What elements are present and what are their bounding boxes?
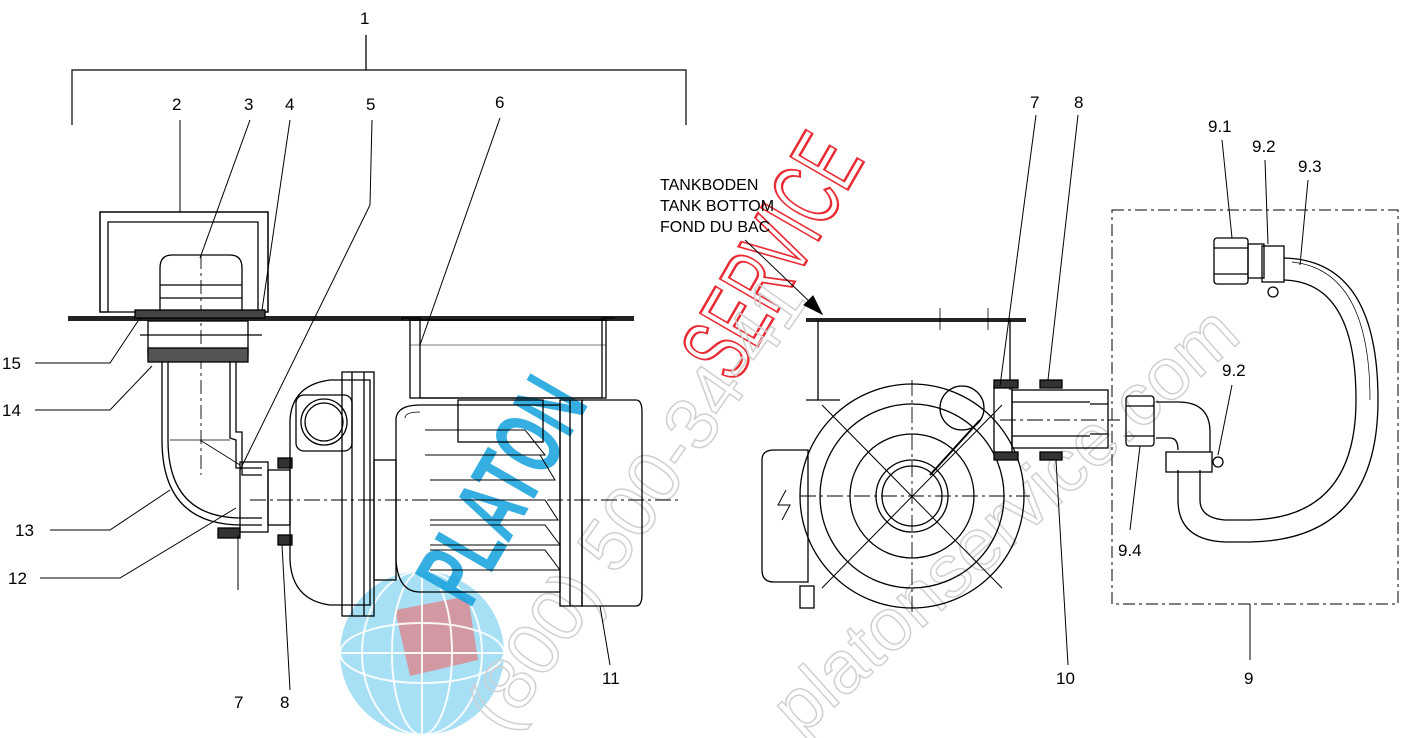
right-assembly [761, 308, 1120, 612]
tank-note-en: TANK BOTTOM [660, 198, 774, 215]
callout-5: 5 [366, 95, 375, 114]
callout-9-2-upper: 9.2 [1252, 137, 1276, 156]
callout-12: 12 [8, 569, 27, 588]
callout-11: 11 [602, 669, 620, 688]
callouts: 1 2 3 4 5 6 15 14 13 12 7 8 11 7 8 10 9 … [2, 9, 1322, 712]
callout-4: 4 [285, 95, 294, 114]
callout-14: 14 [2, 401, 21, 420]
callout-8-left: 8 [280, 693, 289, 712]
callout-3: 3 [244, 95, 253, 114]
hose-kit [1111, 209, 1399, 605]
callout-9-1: 9.1 [1208, 117, 1232, 136]
callout-10: 10 [1056, 669, 1075, 688]
globe-logo [339, 570, 505, 736]
tank-note-fr: FOND DU BAC [660, 219, 770, 236]
tank-note-de: TANKBODEN [660, 177, 758, 194]
callout-6: 6 [495, 93, 504, 112]
callout-15: 15 [2, 354, 21, 373]
callout-9-4: 9.4 [1118, 541, 1142, 560]
tank-plate-left [68, 316, 634, 321]
callout-7-left: 7 [234, 693, 243, 712]
callout-2: 2 [172, 95, 181, 114]
callout-8-right: 8 [1074, 93, 1083, 112]
leader-lines [35, 114, 1309, 691]
callout-9: 9 [1244, 669, 1253, 688]
left-assembly [68, 35, 687, 617]
tank-plate-right [806, 318, 1026, 322]
callout-9-2-lower: 9.2 [1222, 361, 1246, 380]
callout-9-3: 9.3 [1298, 157, 1322, 176]
callout-1: 1 [360, 9, 369, 28]
bracket-1 [71, 69, 687, 125]
callout-13: 13 [15, 521, 34, 540]
callout-7-right: 7 [1030, 93, 1039, 112]
tank-bottom-note: TANKBODEN TANK BOTTOM FOND DU BAC [660, 177, 774, 236]
